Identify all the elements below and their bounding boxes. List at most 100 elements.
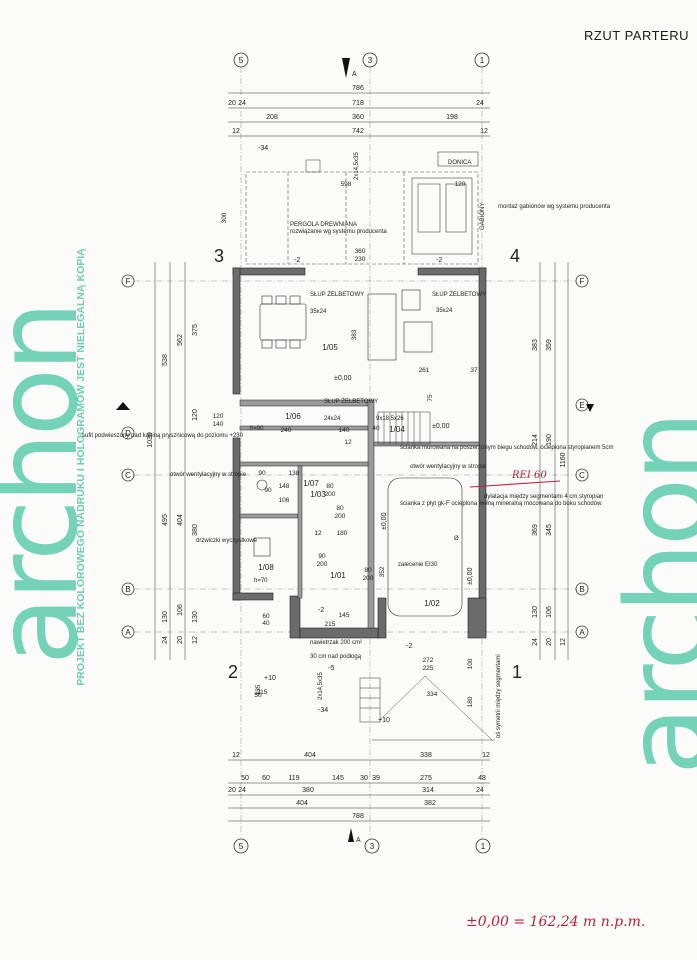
room-dim: 145 [339,612,350,619]
dim-label: 24 [238,787,246,794]
annotation-gabiony: GABIONY [480,203,486,230]
room-dim: 180 [467,696,474,707]
room-dim: 90 [258,470,266,477]
dim-label: 20 [177,636,184,644]
level-mark: -2 [318,607,324,614]
dim-label: 106 [546,606,553,618]
level-mark: ±0,00 [381,512,388,530]
level-mark: -5 [328,665,334,672]
annotation-stair3: 2x14,5x35 [318,672,324,700]
exterior-walls [232,267,487,639]
handwritten-level-note: ±0,00 = 162,24 m n.p.m. [466,914,646,930]
room-dim: 106 [279,497,290,504]
room-label: 1/01 [330,571,346,580]
room-dim: 200 [363,575,374,582]
dim-label: 190 [546,434,553,446]
annotation-drzwiczki: drzwiczki wyczystkowe [196,538,258,544]
corner-number-2: 2 [228,662,238,682]
dim-label: 130 [532,606,539,618]
dim-label: 119 [288,775,299,782]
dim-label: 20 [228,787,236,794]
room-dim: 50 [254,692,262,699]
room-dim: 40 [262,620,270,627]
level-mark: ±0,00 [334,375,352,382]
axis-label: B [125,585,130,594]
room-dim: 60 [262,613,270,620]
level-mark: ±0,00 [467,567,474,585]
room-dim: 75 [427,394,434,402]
room-label: 1/04 [389,425,405,434]
axis-label: A [125,628,131,637]
dim-label: 383 [532,339,539,351]
room-dim: 90 [264,487,272,494]
room-dim: 200 [317,561,328,568]
dim-label: 208 [266,114,278,121]
dim-label: 12 [482,752,490,759]
annotation-pergola: PERGOLA DREWNIANA [290,222,357,228]
pergola-outline [245,171,479,265]
level-mark: +10 [264,675,276,682]
axis-label: 5 [239,56,244,65]
dim-label: 786 [352,85,364,92]
axis-label: F [580,277,585,286]
annotation-otwor2: otwór wentylacyjny w stropie [410,464,487,470]
dim-label: 375 [192,324,199,336]
annotation-zalecenie: zalecenie EI30 [398,562,438,568]
room-label: 1/08 [258,563,274,572]
room-label: 1/07 [303,479,319,488]
rei-line [469,480,561,488]
room-dim: 200 [335,513,346,520]
garden-elements [411,151,479,255]
dim-label: 24 [476,100,484,107]
axis-label: 1 [481,842,486,851]
axis-label: A [579,628,585,637]
room-dim: 120 [213,413,224,420]
room-dim: 90 [318,553,326,560]
annotation-h90: h=90 [250,426,264,432]
section-marks [116,58,594,842]
room-dim: 272 [423,657,434,664]
dim-label: 12 [192,636,199,644]
annotation-nawietrzak-height: 30 cm nad podłogą [310,654,362,660]
stairs [305,159,431,723]
interior-walls [239,399,480,629]
room-dim: 37 [470,367,478,374]
dim-label: 24 [238,100,246,107]
dim-label: 12 [480,128,488,135]
dim-label: 718 [352,100,364,107]
dim-label: 404 [296,800,308,807]
annotation-stairs: 9x18,5x26 [376,416,404,422]
dim-label: 106 [177,604,184,616]
annotation-otwor1: otwór wentylacyjny w stropie [170,472,247,478]
dim-label: 24 [476,787,484,794]
annotation-slup1: SŁUP ŻELBETOWY [310,291,364,298]
room-dim: 334 [427,691,438,698]
corner-number-4: 4 [510,246,520,266]
annotation-scianka: ścianka z płyt gk-F ocieplona wełną mine… [400,501,602,507]
room-dim: 80 [326,483,334,490]
room-dim: 240 [281,427,292,434]
dim-label: 24 [162,636,169,644]
annotation-symmetry: oś symetrii między segmentami [496,654,502,738]
dim-label: 338 [420,752,432,759]
room-dim: 360 [355,248,366,255]
dim-label: 130 [162,611,169,623]
annotation-dia: Ø [454,536,459,542]
axis-label: B [579,585,584,594]
annotation-slup3-size: 24x24 [324,416,341,422]
room-dim: 215 [257,689,268,696]
dim-label: 562 [177,334,184,346]
room-dim: 135 [255,684,262,695]
corner-number-1: 1 [512,662,522,682]
dim-label: 742 [352,128,364,135]
annotation-stair2: 2x14,5x35 [354,152,360,180]
dim-label: 145 [332,775,344,782]
level-mark: +10 [378,717,390,724]
dim-label: 275 [420,775,432,782]
dim-label: 24 [532,638,539,646]
annotation-slup1-size: 35x24 [310,309,327,315]
room-label: 1/02 [424,599,440,608]
dim-label: 380 [302,787,314,794]
dim-label: 20 [228,100,236,107]
